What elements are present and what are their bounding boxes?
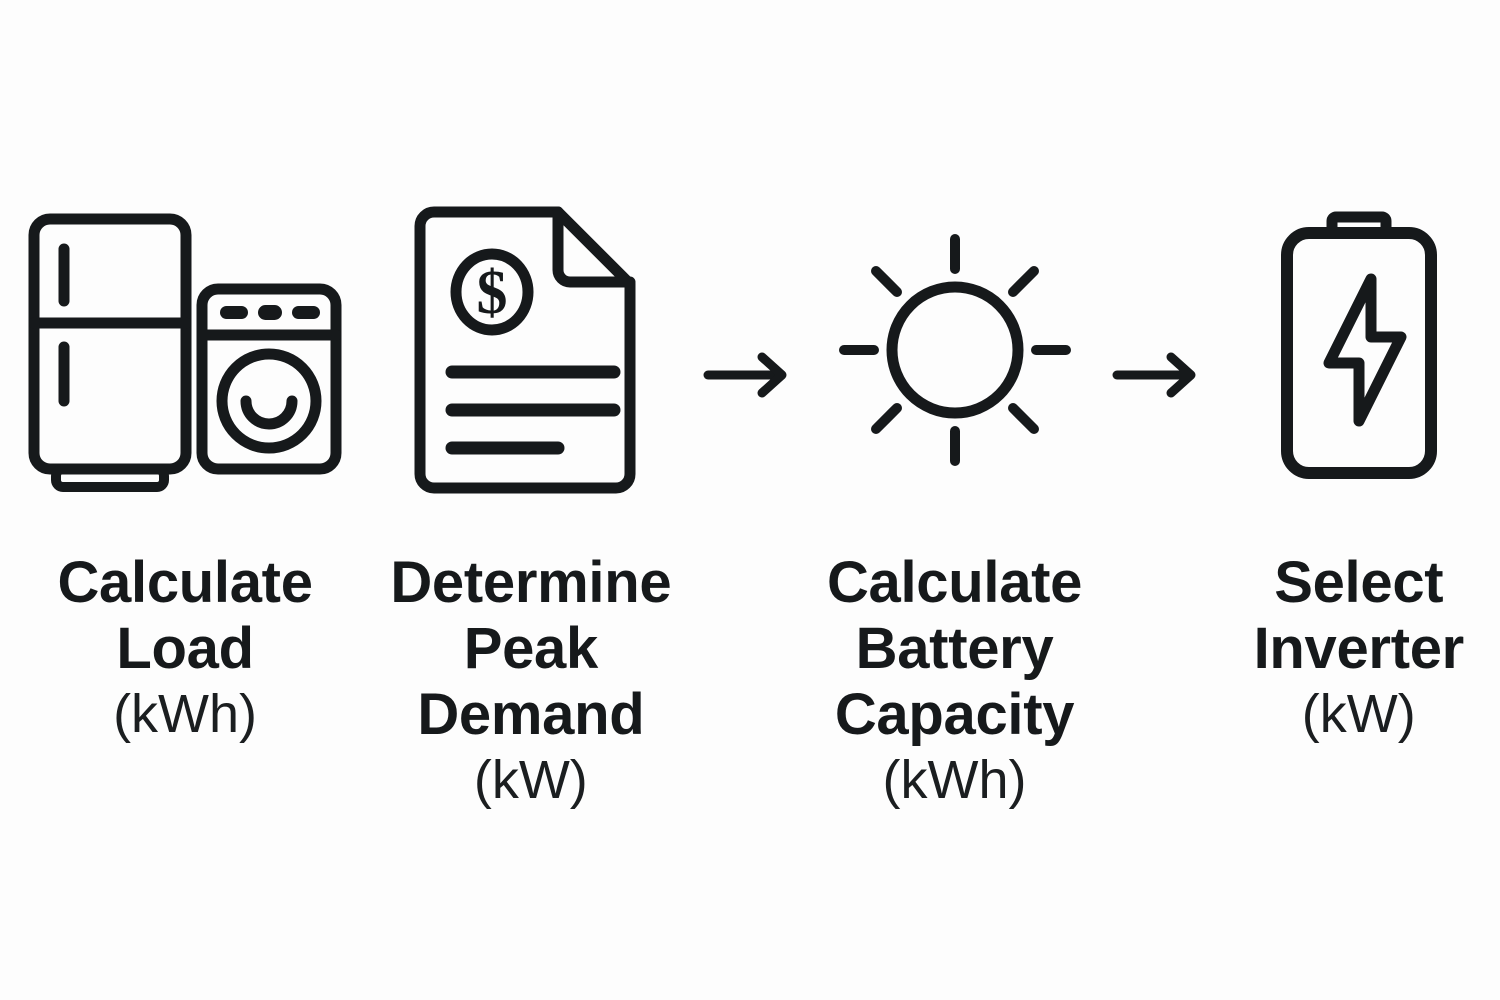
sun-disc bbox=[886, 281, 1024, 419]
washer-drum-smile bbox=[240, 395, 298, 430]
battery-body bbox=[1280, 227, 1437, 479]
document-outline bbox=[414, 206, 636, 494]
lightning-bolt bbox=[1323, 273, 1407, 427]
step-1-label-line-2: Load bbox=[116, 616, 254, 682]
washer-drum bbox=[216, 348, 322, 454]
step-3-label-line-1: Calculate bbox=[826, 550, 1083, 615]
step-2-label-line-3: Demand bbox=[417, 682, 645, 748]
arrow-right-icon bbox=[1112, 352, 1196, 398]
step-4-caption: Select Inverter (kW) bbox=[1253, 550, 1465, 746]
step-4-unit: (kW) bbox=[1301, 684, 1416, 745]
step-3-label-line-3: Capacity bbox=[834, 682, 1075, 748]
step-1-label-line-1: Calculate bbox=[57, 550, 313, 615]
step-3-unit: (kWh) bbox=[882, 750, 1027, 811]
bill-document-dollar-icon: $ bbox=[414, 206, 636, 494]
step-4-label-line-2: Inverter bbox=[1253, 616, 1465, 682]
document-folded-corner bbox=[552, 206, 636, 288]
step-2-label-line-1: Determine bbox=[390, 550, 672, 615]
step-4-label-line-1: Select bbox=[1274, 550, 1444, 615]
washing-machine-icon bbox=[196, 283, 342, 475]
step-1-unit: (kWh) bbox=[113, 684, 258, 745]
refrigerator-icon bbox=[28, 213, 192, 492]
battery-bolt-icon bbox=[1280, 211, 1437, 479]
washer-button-1 bbox=[220, 306, 249, 319]
sun-icon bbox=[838, 234, 1071, 466]
connector-arrow-1 bbox=[692, 0, 809, 405]
appliances-fridge-washer-icon bbox=[28, 213, 342, 492]
step-2-unit: (kW) bbox=[473, 750, 588, 811]
step-2-label-line-2: Peak bbox=[463, 616, 599, 682]
battery-terminal bbox=[1326, 211, 1392, 239]
step-calculate-load: Calculate Load (kWh) bbox=[0, 0, 370, 746]
arrow-right-icon bbox=[703, 352, 787, 398]
dollar-circle bbox=[450, 248, 534, 336]
appliances-icon-area bbox=[20, 150, 350, 550]
step-1-caption: Calculate Load (kWh) bbox=[57, 550, 312, 746]
dollar-sign-glyph: $ bbox=[476, 259, 507, 327]
connector-arrow-2 bbox=[1101, 0, 1218, 405]
step-calculate-battery-capacity: Calculate Battery Capacity (kWh) bbox=[808, 0, 1100, 812]
battery-icon-area bbox=[1259, 150, 1459, 550]
step-select-inverter: Select Inverter (kW) bbox=[1218, 0, 1500, 746]
bill-icon-area: $ bbox=[406, 150, 656, 550]
step-2-caption: Determine Peak Demand (kW) bbox=[390, 550, 671, 812]
sun-rays bbox=[838, 234, 1071, 466]
step-3-caption: Calculate Battery Capacity (kWh) bbox=[827, 550, 1082, 812]
washer-button-2 bbox=[258, 305, 283, 320]
step-determine-peak-demand: $ Determine Peak Demand (kW) bbox=[370, 0, 691, 812]
washer-button-3 bbox=[292, 306, 321, 319]
step-3-label-line-2: Battery bbox=[855, 616, 1054, 682]
sun-icon-area bbox=[835, 150, 1075, 550]
